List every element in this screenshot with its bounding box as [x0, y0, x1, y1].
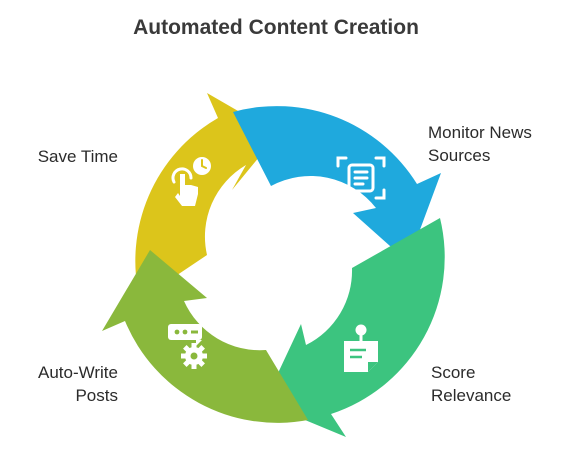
- label-line: Score: [431, 363, 476, 382]
- label-line: Posts: [75, 386, 118, 405]
- segment-score-relevance: [264, 218, 445, 437]
- clipboard-pin-icon: [344, 324, 378, 372]
- label-line: Sources: [428, 146, 491, 165]
- label-save-time: Save Time: [20, 145, 118, 168]
- scan-document-icon: [336, 156, 386, 200]
- diagram-title: Automated Content Creation: [133, 16, 419, 39]
- segment-monitor-news: [233, 106, 441, 263]
- label-line: Monitor News: [428, 123, 532, 142]
- label-line: Save Time: [37, 147, 118, 166]
- label-score-relevance: Score Relevance: [431, 361, 511, 407]
- label-monitor-news-sources: Monitor News Sources: [428, 121, 532, 167]
- segment-auto-write: [102, 250, 308, 423]
- label-line: Relevance: [431, 386, 512, 405]
- touch-clock-icon: [171, 157, 211, 206]
- chat-settings-icon: [168, 324, 207, 369]
- label-auto-write-posts: Auto-Write Posts: [20, 361, 118, 407]
- segment-save-time: [135, 93, 278, 300]
- label-line: Auto-Write: [38, 363, 118, 382]
